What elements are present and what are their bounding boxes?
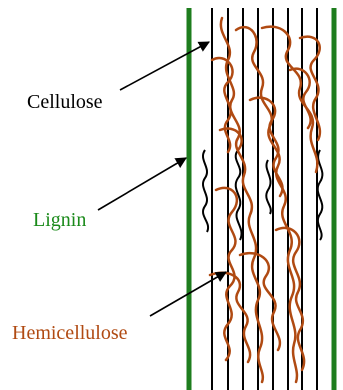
- hemicellulose-chains: [210, 18, 320, 382]
- lignin-pointer-arrow: [98, 158, 186, 210]
- lignin-label: Lignin: [33, 209, 86, 231]
- cellulose-pointer-arrow: [120, 42, 209, 90]
- cellulose-fibrils: [212, 8, 317, 390]
- cellulose-label: Cellulose: [27, 91, 103, 113]
- hemicellulose-label: Hemicellulose: [12, 322, 128, 344]
- wavy-chains: [203, 150, 322, 240]
